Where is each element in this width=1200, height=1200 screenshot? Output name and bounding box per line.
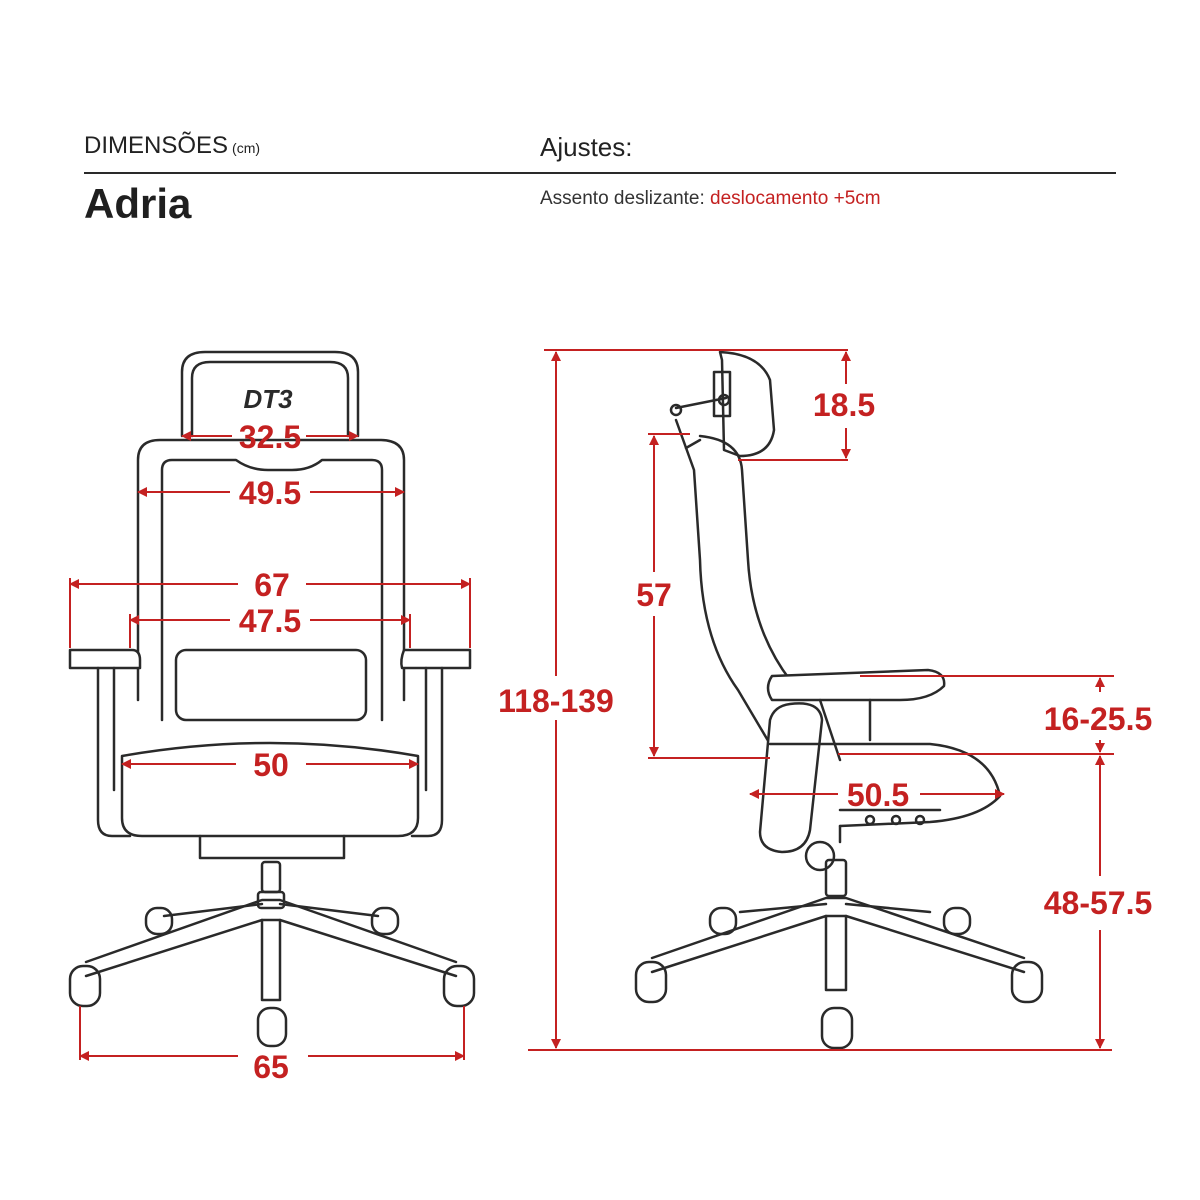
side-caster-back-left: [708, 906, 738, 936]
dim-seat-width: 50: [253, 747, 289, 783]
chair-side-view: [634, 350, 1044, 1050]
dim-headrest-adjust: 18.5: [813, 387, 875, 423]
header-divider: [84, 172, 1116, 174]
front-lumbar-pad: [174, 648, 368, 722]
side-base: [650, 896, 1026, 960]
front-backrest: [136, 438, 406, 702]
side-armrest: [766, 668, 946, 702]
side-headrest: [718, 350, 776, 458]
brand-logo: DT3: [243, 384, 293, 414]
front-headrest: [180, 350, 360, 438]
front-caster-back-left: [144, 906, 174, 936]
side-tilt-knob: [804, 840, 836, 872]
side-gas-lift: [824, 858, 848, 898]
adjustments-heading: Ajustes:: [540, 132, 633, 162]
dim-backrest-width: 49.5: [239, 475, 301, 511]
side-caster-right: [1010, 960, 1044, 1004]
adjustment-item-label: Assento deslizante:: [540, 188, 705, 209]
side-caster-center: [820, 1006, 854, 1050]
side-caster-back-right: [942, 906, 972, 936]
dim-backrest-height: 57: [636, 577, 672, 613]
adjustment-item-value: deslocamento +5cm: [710, 188, 881, 209]
front-dimension-lines: [69, 431, 471, 1061]
front-caster-center: [256, 1006, 288, 1048]
dim-armrest-height: 16-25.5: [1044, 701, 1153, 737]
dim-armrest-outer-width: 67: [254, 567, 290, 603]
dimensions-unit: (cm): [232, 140, 261, 156]
dim-seat-height: 48-57.5: [1044, 885, 1153, 921]
side-backrest-back: [698, 434, 792, 682]
dim-seat-depth: 50.5: [847, 777, 909, 813]
dim-total-height: 118-139: [498, 683, 614, 719]
front-caster-left: [68, 964, 102, 1008]
side-caster-left: [634, 960, 668, 1004]
front-gas-lift: [260, 860, 282, 894]
front-caster-right: [442, 964, 476, 1008]
adjustment-item: Assento deslizante: deslocamento +5cm: [540, 188, 881, 210]
chair-front-view: DT3: [68, 350, 476, 1048]
front-caster-back-right: [370, 906, 400, 936]
dim-armrest-inner-width: 47.5: [239, 603, 301, 639]
side-backrest-front: [674, 418, 772, 746]
dim-headrest-width: 32.5: [239, 419, 301, 455]
model-name: Adria: [84, 180, 192, 227]
front-seat: [120, 741, 420, 838]
front-base: [84, 898, 458, 964]
dimensions-label: DIMENSÕES: [84, 132, 229, 159]
dimensions-heading: DIMENSÕES(cm): [84, 132, 260, 160]
front-right-armrest: [400, 648, 472, 670]
dim-base-width: 65: [253, 1049, 289, 1085]
side-dimension-lines: [528, 349, 1114, 1051]
side-lumbar-pad: [758, 702, 824, 854]
front-left-armrest: [68, 648, 142, 670]
